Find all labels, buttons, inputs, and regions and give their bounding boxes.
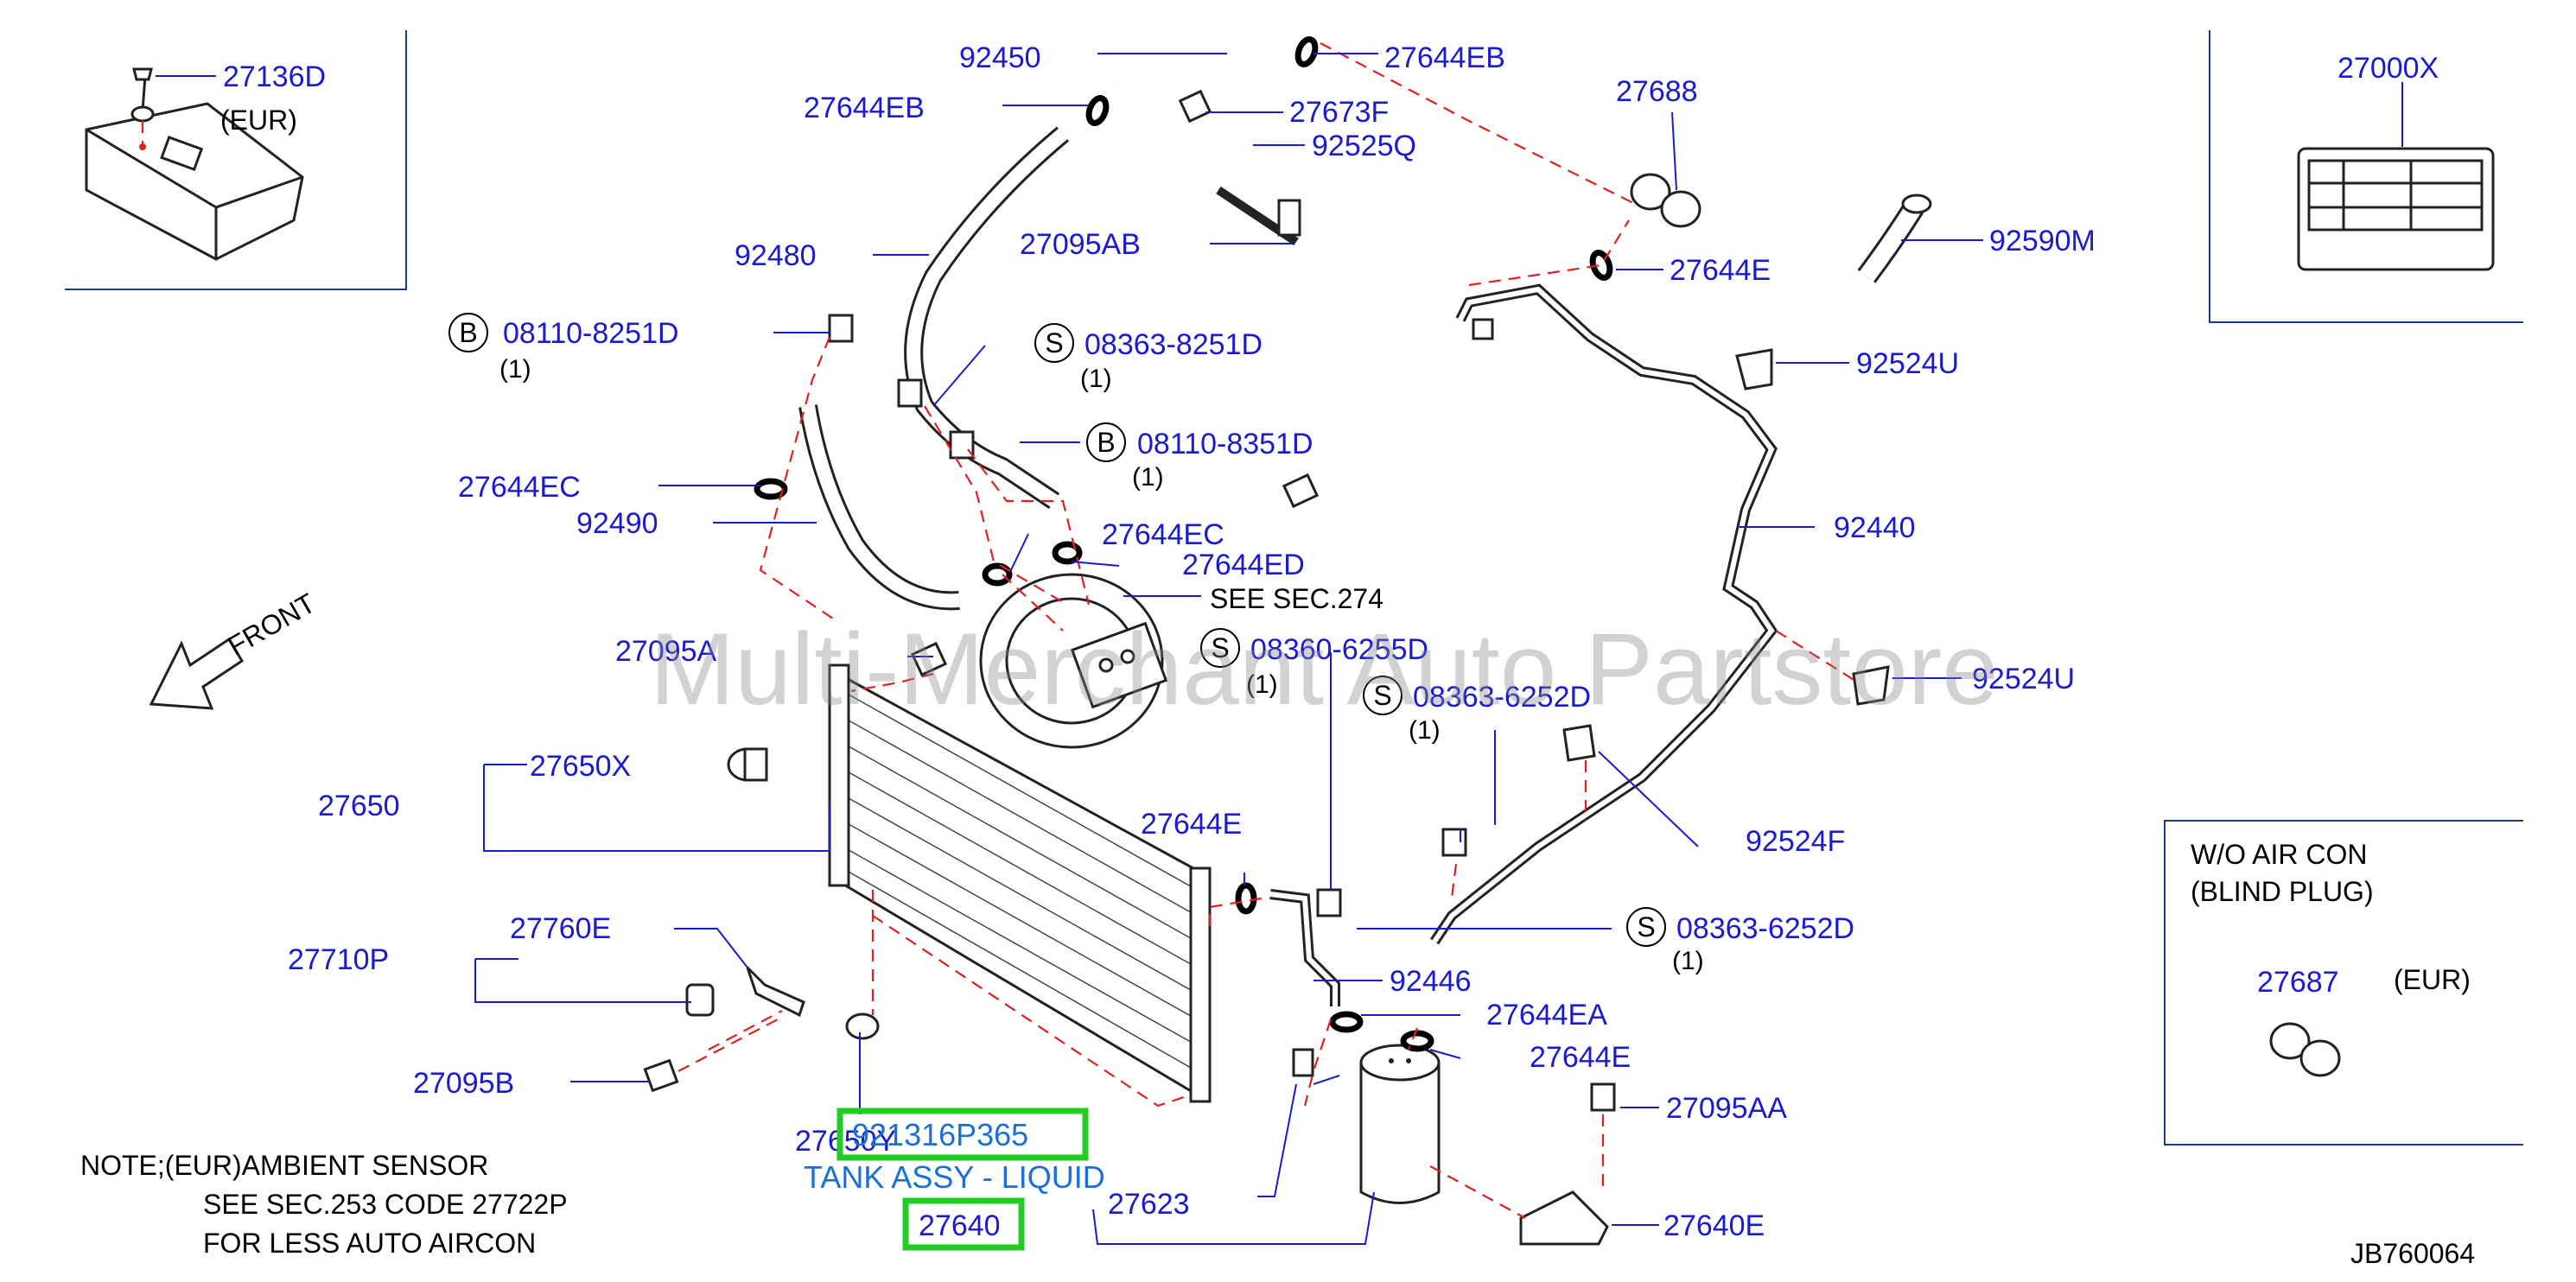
o-rings bbox=[754, 36, 1613, 1052]
highlight-part-number[interactable]: 921316P365 bbox=[852, 1117, 1028, 1152]
label-27644E-top: 27644E bbox=[1670, 254, 1771, 287]
front-label: FRONT bbox=[223, 587, 321, 662]
front-arrow: FRONT bbox=[149, 587, 321, 710]
label-27687: 27687 bbox=[2257, 966, 2339, 999]
quantity-marks: (1) (1) (1) (1) (1) (1) bbox=[499, 355, 1704, 975]
diagram-code: JB760064 bbox=[2350, 1238, 2475, 1269]
highlight-ref[interactable]: 27640 bbox=[919, 1209, 1001, 1242]
label-92524U-b: 92524U bbox=[1972, 663, 2075, 695]
inset-right-line1: W/O AIR CON bbox=[2191, 839, 2367, 870]
label-27095AB: 27095AB bbox=[1020, 228, 1141, 261]
label-27640E: 27640E bbox=[1663, 1209, 1765, 1242]
label-92524F: 92524F bbox=[1746, 825, 1845, 858]
note-line2: SEE SEC.253 CODE 27722P bbox=[203, 1189, 568, 1220]
label-27000X: 27000X bbox=[2337, 52, 2439, 85]
inset-frame-top-right bbox=[2209, 30, 2523, 323]
label-27095A: 27095A bbox=[615, 635, 717, 668]
mark-b-1: B bbox=[459, 317, 477, 348]
mark-s-1: S bbox=[1045, 327, 1063, 359]
highlight-part-name[interactable]: TANK ASSY - LIQUID bbox=[804, 1159, 1105, 1195]
leader-lines bbox=[156, 53, 2403, 1245]
label-92524U-a: 92524U bbox=[1856, 347, 1959, 380]
circle-marks: B S B S S S bbox=[448, 313, 1666, 947]
highlight-box-ref bbox=[902, 1197, 1025, 1251]
label-92490: 92490 bbox=[576, 507, 658, 540]
label-27710P: 27710P bbox=[288, 943, 389, 976]
hose-and-pipe-drawing bbox=[798, 48, 1932, 1006]
mark-s-3: S bbox=[1373, 680, 1391, 711]
label-92440: 92440 bbox=[1834, 511, 1916, 544]
label-92446: 92446 bbox=[1390, 965, 1472, 998]
label-27688: 27688 bbox=[1616, 75, 1698, 108]
label-27650: 27650 bbox=[318, 790, 400, 822]
label-92590M: 92590M bbox=[1989, 225, 2096, 257]
label-08360-6255D: 08360-6255D bbox=[1250, 633, 1428, 666]
small-parts-drawing bbox=[643, 89, 2495, 1246]
label-27650X: 27650X bbox=[530, 750, 631, 783]
label-27760E: 27760E bbox=[510, 912, 611, 945]
part-labels: 27136D (EUR) 92450 27644EB 27644EB 27673… bbox=[220, 41, 2471, 1242]
label-27644EB-a: 27644EB bbox=[804, 92, 925, 124]
label-27623: 27623 bbox=[1108, 1188, 1190, 1221]
condenser-drawing bbox=[828, 663, 1212, 1103]
inset-frame-right bbox=[2164, 820, 2523, 1146]
note-line3: FOR LESS AUTO AIRCON bbox=[203, 1228, 536, 1259]
watermark: Multi-Merchant Auto Partstore bbox=[650, 612, 1999, 727]
label-27673F: 27673F bbox=[1289, 96, 1389, 129]
label-08110-8251D: 08110-8251D bbox=[503, 317, 679, 350]
label-92480: 92480 bbox=[735, 239, 817, 272]
qty-6: (1) bbox=[1672, 947, 1704, 975]
liquid-tank-drawing bbox=[1359, 1044, 1441, 1204]
label-27650Y: 27650Y bbox=[795, 1125, 896, 1158]
qty-1: (1) bbox=[499, 355, 531, 384]
mark-s-4: S bbox=[1637, 911, 1655, 942]
label-27644EC-b: 27644EC bbox=[1102, 518, 1224, 551]
label-27095AA: 27095AA bbox=[1666, 1092, 1787, 1125]
assembly-lines bbox=[677, 42, 1859, 1219]
label-27136D: 27136D bbox=[223, 60, 326, 93]
mark-s-2: S bbox=[1211, 632, 1229, 663]
label-08363-6252D-b: 08363-6252D bbox=[1676, 912, 1854, 945]
compressor-drawing bbox=[979, 573, 1168, 749]
qty-5: (1) bbox=[1409, 716, 1441, 745]
note-block: NOTE;(EUR)AMBIENT SENSOR SEE SEC.253 COD… bbox=[80, 1150, 568, 1259]
bracket-drawing bbox=[85, 67, 304, 261]
label-27644EB-b: 27644EB bbox=[1384, 41, 1505, 74]
note-line1: NOTE;(EUR)AMBIENT SENSOR bbox=[80, 1150, 488, 1181]
label-27644EC-a: 27644EC bbox=[458, 471, 581, 504]
qty-3: (1) bbox=[1132, 463, 1164, 492]
label-27644E-low: 27644E bbox=[1530, 1041, 1631, 1074]
label-08363-8251D: 08363-8251D bbox=[1084, 328, 1263, 361]
label-08363-6252D-a: 08363-6252D bbox=[1413, 681, 1591, 714]
label-27095B: 27095B bbox=[413, 1067, 514, 1100]
label-27644ED: 27644ED bbox=[1182, 549, 1305, 581]
qty-4: (1) bbox=[1246, 670, 1278, 699]
label-08110-8351D: 08110-8351D bbox=[1137, 428, 1313, 460]
label-see-sec274: SEE SEC.274 bbox=[1210, 583, 1383, 614]
inset-right-line2: (BLIND PLUG) bbox=[2191, 876, 2374, 907]
label-eur-right: (EUR) bbox=[2394, 964, 2471, 995]
label-27644E-mid: 27644E bbox=[1141, 808, 1242, 841]
highlight-box-part-number bbox=[836, 1107, 1089, 1161]
inset-frame-top-left bbox=[65, 30, 407, 290]
highlighted-part[interactable]: 921316P365 TANK ASSY - LIQUID 27640 bbox=[804, 1107, 1105, 1251]
label-eur-top: (EUR) bbox=[220, 105, 297, 136]
qty-2: (1) bbox=[1080, 365, 1112, 393]
label-27644EA: 27644EA bbox=[1486, 999, 1607, 1031]
mark-b-2: B bbox=[1097, 427, 1115, 458]
label-92525Q: 92525Q bbox=[1312, 130, 1416, 162]
label-92450: 92450 bbox=[959, 41, 1041, 74]
